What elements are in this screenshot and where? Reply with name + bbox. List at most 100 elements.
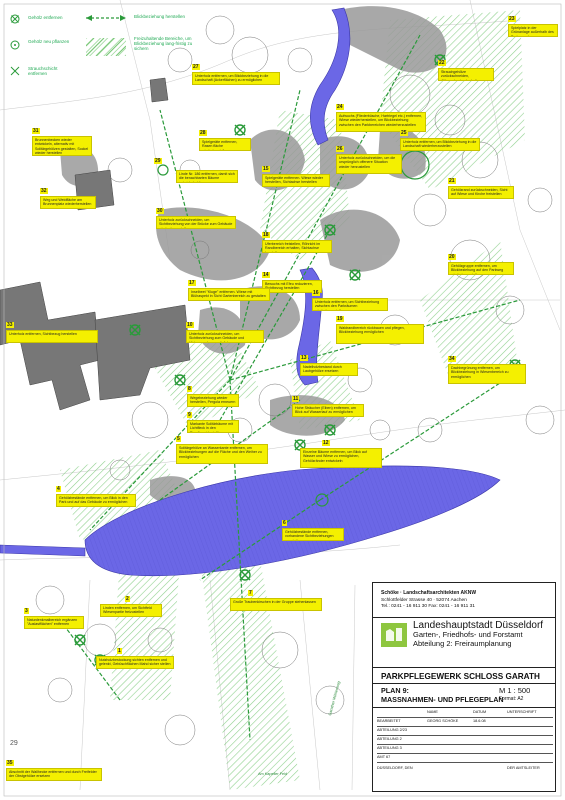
annotation-31: Brunnenbecken wieder entwickeln, alterna… <box>32 136 92 156</box>
annotation-30: Unterholz zurückschneiden, um Sichtbezie… <box>156 216 236 229</box>
annotation-10: Unterholz zurückschneiden, um Sichtbezie… <box>186 330 264 343</box>
annotation-number: 20 <box>448 254 456 260</box>
annotation-1: Nutzholzbestockung sichten entfernen und… <box>96 656 174 669</box>
annotation-number: 33 <box>6 322 14 328</box>
client-dept: Garten-, Friedhofs- und Forstamt <box>413 630 523 639</box>
annotation-number: 5 <box>176 436 181 442</box>
annotation-34: Dachbegrünung entfernen, um Blickbeziehu… <box>448 364 526 384</box>
annotation-3: Naturdenkmalbereich ergänzen "Auslastflä… <box>24 616 84 629</box>
annotation-number: 19 <box>336 316 344 322</box>
plan-scale: M 1 : 500 <box>499 686 531 695</box>
annotation-16: Unterholz entfernen, um Sichtbeziehung z… <box>312 298 388 311</box>
plan-title: PLAN 9: MASSNAHMEN- UND PFLEGEPLAN <box>381 686 504 704</box>
annotation-14: Bewuchs mit Efeu reduzieren, Sichtbezug … <box>262 280 322 293</box>
annotation-24: Aufwuchs (Fliederbüsche, Hartriegel etc.… <box>336 112 426 132</box>
annotation-6: Gehölzbestände entfernen, vorhandene Sic… <box>282 528 344 541</box>
annotation-22: Strauchgehölze zurückschneiden, Altbaumb… <box>438 68 494 81</box>
annotation-number: 17 <box>188 280 196 286</box>
map-border <box>3 3 562 797</box>
table-row: BEARBEITET GEORG SCHÖKE 18.6.08 <box>377 718 553 727</box>
tree-plant-icon <box>10 40 20 50</box>
annotation-23: Spielplatz in der Grünanlage außerhalb d… <box>508 24 558 37</box>
firm-address: Schlottfelder Strasse 40 · 52074 Aachen <box>381 597 467 603</box>
annotation-number: 7 <box>248 590 253 596</box>
annotation-7: Große Traubenkirschen in der Gruppe steh… <box>230 598 322 611</box>
annotation-number: 27 <box>192 64 200 70</box>
annotation-number: 3 <box>24 608 29 614</box>
client-info: Landeshauptstadt Düsseldorf Garten-, Fri… <box>413 620 553 649</box>
annotation-18: Uferbereich freistellen, Röhricht im Ran… <box>262 240 332 253</box>
annotation-number: 28 <box>199 130 207 136</box>
table-row: ABTEILUNG 2 <box>377 736 553 745</box>
legend-label: Blickbeziehung herstellen <box>134 14 186 19</box>
annotation-5: Solitärgehölze an Wasserkante entfernen,… <box>176 444 268 464</box>
annotation-number: 13 <box>300 355 308 361</box>
annotation-number: 35 <box>6 760 14 766</box>
annotation-9: Markante Solitärbäume mit Lichtfleck in … <box>187 420 239 433</box>
annotation-29: Linde Nr. 186 entfernen, damit sich die … <box>176 170 238 183</box>
annotation-number: 4 <box>56 486 61 492</box>
legend: Gehölz entfernen Gehölz neu pflanzen Str… <box>6 8 196 86</box>
table-row: ABTEILUNG 3 <box>377 745 553 754</box>
annotation-17: Inselbeet "Kluge" entfernen. Wiese mit B… <box>188 288 270 301</box>
annotation-number: 31 <box>32 128 40 134</box>
annotation-number: 21 <box>448 178 456 184</box>
annotation-number: 1 <box>117 648 122 654</box>
table-row: ABTEILUNG 2/23 <box>377 727 553 736</box>
table-header: NAME DATUM UNTERSCHRIFT <box>377 709 553 718</box>
annotation-11: Hohe Sträucher (Eiben) entfernen, um Bli… <box>292 404 364 417</box>
annotation-21: Gehölzrand zurückschneiden, Sicht auf Wi… <box>448 186 514 199</box>
legend-label: Gehölz neu pflanzen <box>28 39 70 44</box>
client-sub: Abteilung 2: Freiraumplanung <box>413 639 512 648</box>
annotation-number: 32 <box>40 188 48 194</box>
annotation-33: Unterholz entfernen, Sichtbezug herstell… <box>6 330 98 343</box>
plan-format: Format: A2 <box>499 696 524 702</box>
tree-remove-icon <box>10 14 20 24</box>
annotation-number: 25 <box>400 130 408 136</box>
title-block: Schöke · Landschaftsarchitekten AKNW Sch… <box>372 582 556 792</box>
annotation-25: Unterholz entfernen, um Blickbeziehung i… <box>400 138 480 151</box>
annotation-27: Unterholz entfernen, um Blickbeziehung i… <box>192 72 280 85</box>
firm-info: Schöke · Landschaftsarchitekten AKNW Sch… <box>381 590 551 611</box>
annotation-number: 16 <box>312 290 320 296</box>
client-city: Landeshauptstadt Düsseldorf <box>413 620 544 631</box>
annotation-12: Einzelne Bäume entfernen, um Blick auf W… <box>300 448 382 468</box>
table-row: AMT 67 <box>377 754 553 763</box>
annotation-4: Gehölzbestände entfernen, um Blick in de… <box>56 494 136 507</box>
removal-marks <box>74 54 521 666</box>
annotation-number: 29 <box>154 158 162 164</box>
annotation-15: Spielgeräte entfernen. Wiese wieder hers… <box>262 174 330 187</box>
annotation-35: Abschnitt der Wallhecke entfernen und du… <box>6 768 102 781</box>
firm-contact: Tel.: 0241 - 16 911 30 Fax: 0241 - 16 91… <box>381 604 475 609</box>
legend-label: Gehölz entfernen <box>28 15 63 20</box>
annotation-32: Weg und Weidfläche am Brunnenplatz wiede… <box>40 196 96 209</box>
annotation-number: 12 <box>322 440 330 446</box>
firm-name: Schöke · Landschaftsarchitekten AKNW <box>381 590 477 596</box>
annotation-8: Wegebeziehung wieder herstellen, Pergola… <box>187 394 239 407</box>
annotation-number: 23 <box>508 16 516 22</box>
annotation-number: 9 <box>187 412 192 418</box>
annotation-number: 14 <box>262 272 270 278</box>
plan-number: PLAN 9: <box>381 686 409 695</box>
annotation-number: 10 <box>186 322 194 328</box>
legend-label: Freizuhaltende Bereiche, um Blickbeziehu… <box>134 36 193 51</box>
annotation-number: 18 <box>262 232 270 238</box>
sightline-icon <box>86 15 126 21</box>
annotation-26: Unterholz zurückschneiden, um die ursprü… <box>336 154 402 174</box>
annotation-number: 8 <box>187 386 192 392</box>
annotation-number: 11 <box>292 396 300 402</box>
annotation-13: Nadelholzbestand durch Laubgehölze erset… <box>300 363 358 376</box>
annotation-19: Waldrandbereich rückbauen und pflegen, B… <box>336 324 424 344</box>
annotation-20: Gehölzgruppe entfernen, um Blickbeziehun… <box>448 262 514 275</box>
cleared-area-icon <box>86 38 126 56</box>
project-title: PARKPFLEGEWERK SCHLOSS GARATH <box>381 672 540 681</box>
annotation-number: 15 <box>262 166 270 172</box>
annotation-number: 24 <box>336 104 344 110</box>
legend-label: Strauchschicht entfernen <box>28 66 58 76</box>
city-logo-icon <box>381 623 407 647</box>
street-label: Am Kapeller Feld <box>258 772 288 776</box>
annotation-28: Spielgeräte entfernen, Rasen fläche wied… <box>199 138 251 151</box>
plan-name: MASSNAHMEN- UND PFLEGEPLAN <box>381 694 504 704</box>
page-number: 29 <box>10 740 18 747</box>
